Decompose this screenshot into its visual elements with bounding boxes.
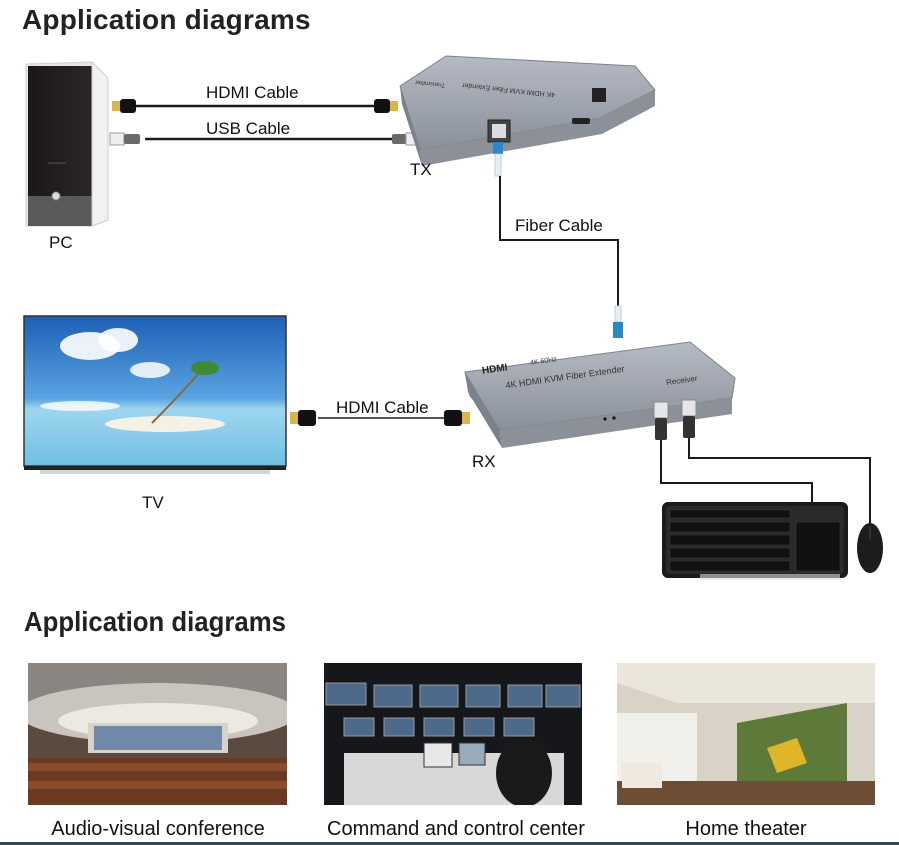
- rx-label: RX: [472, 452, 496, 471]
- caption-audio-visual-conference: Audio-visual conference: [51, 818, 265, 840]
- pc-label: PC: [49, 233, 73, 252]
- caption-command-control-center: Command and control center: [327, 818, 585, 840]
- scene-control-room: [324, 663, 582, 805]
- bottom-accent-bar: [0, 842, 899, 845]
- tv-label: TV: [142, 493, 164, 512]
- fiber-cable-label: Fiber Cable: [515, 216, 603, 235]
- caption-home-theater: Home theater: [685, 818, 807, 840]
- scene-living-room: [617, 663, 875, 805]
- hdmi-cable-pc-tx: [112, 99, 398, 113]
- tx-transmitter-device: [399, 55, 656, 166]
- applications-title: Application diagrams: [24, 606, 286, 637]
- rx-receiver-device: [464, 341, 736, 448]
- tv-icon: [23, 315, 287, 474]
- tx-label: TX: [410, 160, 432, 179]
- hdmi-cable-tv-rx: [290, 410, 470, 426]
- usb-cable-label: USB Cable: [206, 119, 291, 138]
- pc-tower-icon: [25, 60, 109, 227]
- mouse-icon: [857, 523, 883, 573]
- diagram-title: Application diagrams: [22, 4, 311, 35]
- connection-diagram: [23, 55, 883, 580]
- scene-conference-room: [28, 663, 287, 805]
- hdmi-cable-label-bottom: HDMI Cable: [336, 398, 429, 417]
- fiber-cable: [493, 142, 623, 338]
- keyboard-icon: [662, 502, 848, 580]
- hdmi-cable-label-top: HDMI Cable: [206, 83, 299, 102]
- usb-cables-rx-peripherals: [653, 399, 871, 526]
